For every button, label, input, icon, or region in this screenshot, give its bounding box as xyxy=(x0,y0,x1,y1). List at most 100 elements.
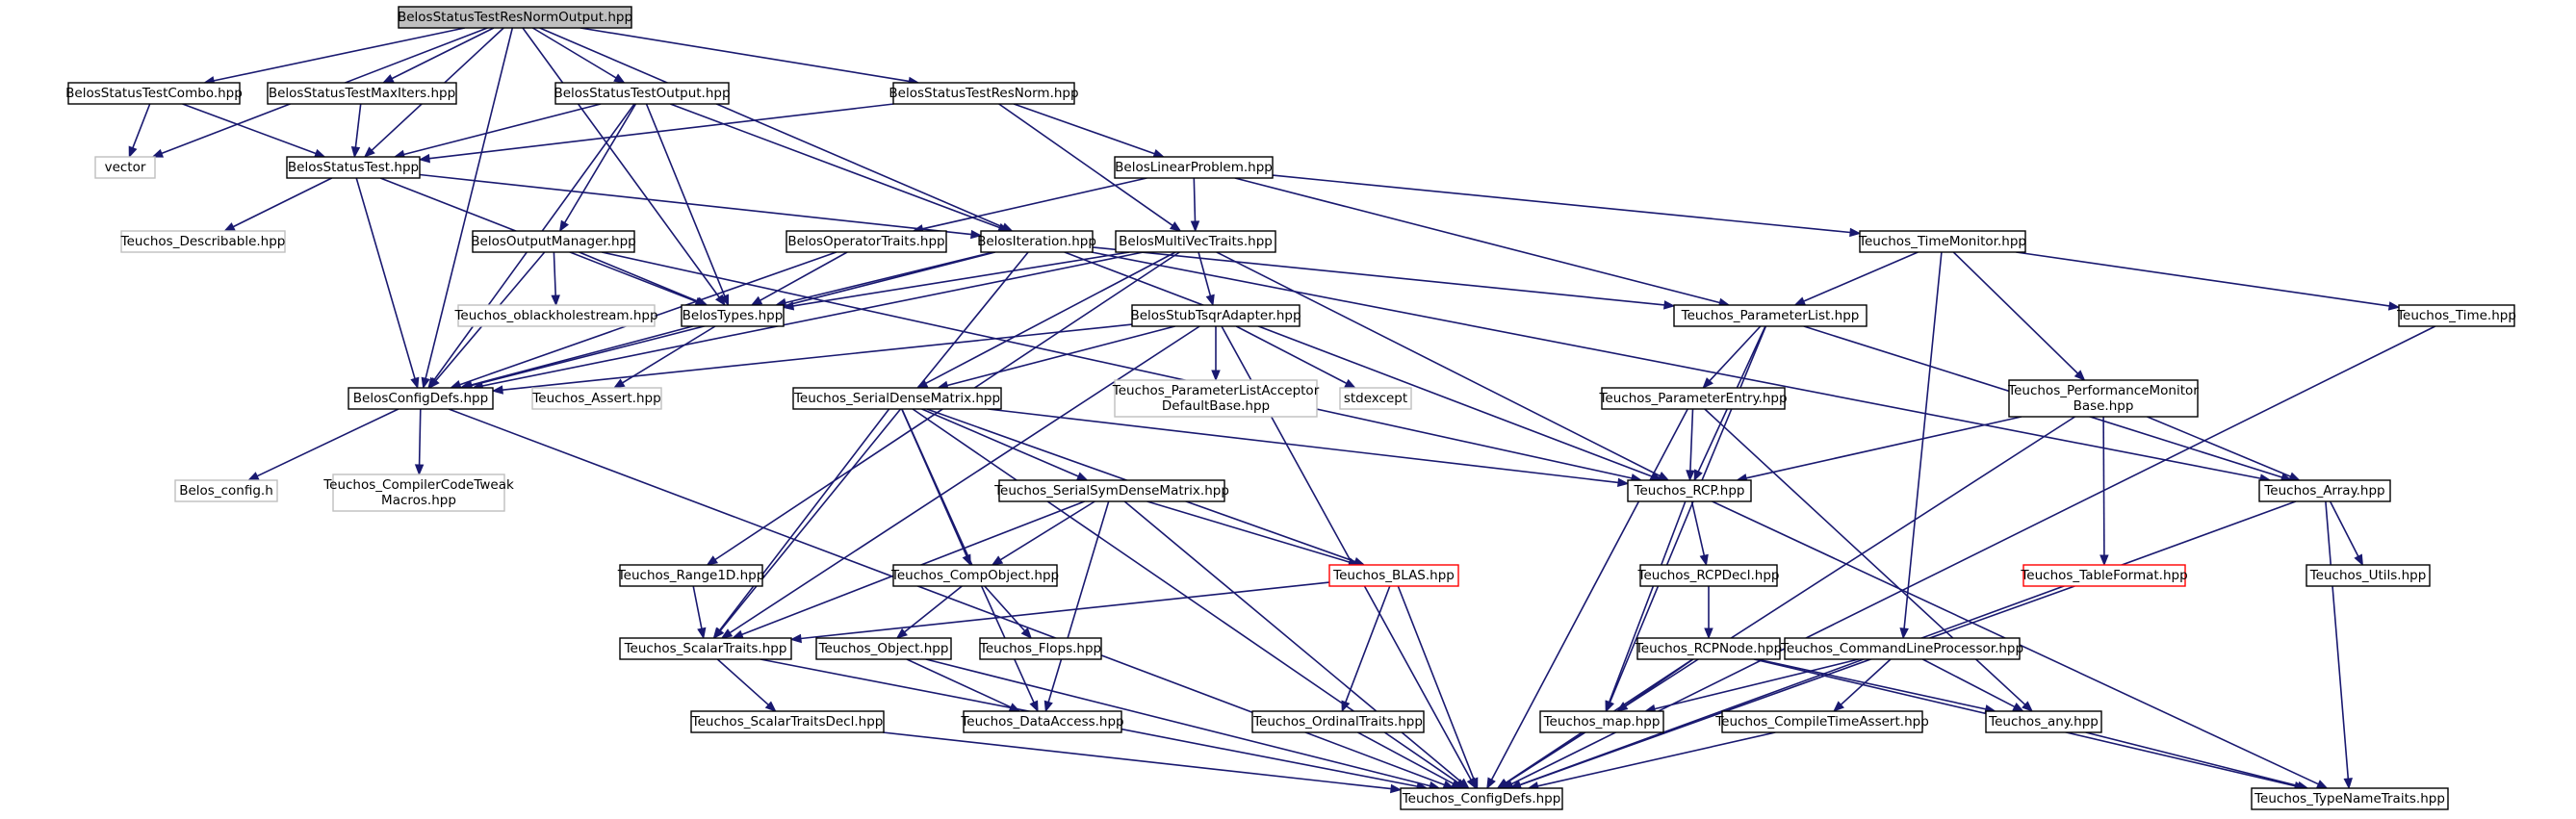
edge-line xyxy=(622,325,716,384)
node-ssdm[interactable]: Teuchos_SerialSymDenseMatrix.hpp xyxy=(993,479,1229,502)
node-box xyxy=(67,82,241,105)
edge-line xyxy=(1537,731,1776,787)
node-sdm[interactable]: Teuchos_SerialDenseMatrix.hpp xyxy=(792,387,1002,410)
node-time[interactable]: Teuchos_Time.hpp xyxy=(2396,304,2516,327)
node-scalartraits[interactable]: Teuchos_ScalarTraits.hpp xyxy=(619,637,792,660)
node-label: Teuchos_SerialSymDenseMatrix.hpp xyxy=(993,483,1229,499)
edge-line xyxy=(1193,177,1197,222)
node-clp[interactable]: Teuchos_CommandLineProcessor.hpp xyxy=(1780,637,2023,660)
node-st[interactable]: BelosStatusTest.hpp xyxy=(286,156,421,179)
edge-stoutput-to-outmgr xyxy=(558,103,637,233)
node-label: Teuchos_map.hpp xyxy=(1543,714,1661,729)
node-label: Teuchos_CompObject.hpp xyxy=(890,568,1059,583)
edge-line xyxy=(481,251,1144,387)
node-compobj[interactable]: Teuchos_CompObject.hpp xyxy=(890,564,1059,587)
node-paramlist[interactable]: Teuchos_ParameterList.hpp xyxy=(1673,304,1868,327)
node-stdecl[interactable]: Teuchos_ScalarTraitsDecl.hpp xyxy=(690,710,885,733)
edge-line xyxy=(553,251,556,296)
node-linprob[interactable]: BelosLinearProblem.hpp xyxy=(1114,156,1274,179)
edge-line xyxy=(1745,416,2022,479)
arrowhead-icon xyxy=(223,222,236,232)
node-stub[interactable]: BelosStubTsqrAdapter.hpp xyxy=(1130,304,1301,327)
node-typename[interactable]: Teuchos_TypeNameTraits.hpp xyxy=(2251,787,2449,810)
node-label: BelosIteration.hpp xyxy=(977,234,1096,249)
node-outmgr[interactable]: BelosOutputManager.hpp xyxy=(471,230,636,253)
edge-outmgr-to-types xyxy=(579,251,708,306)
node-maxiters[interactable]: BelosStatusTestMaxIters.hpp xyxy=(267,82,457,105)
edge-line xyxy=(2085,731,2299,787)
edge-root-to-maxiters xyxy=(381,27,495,84)
node-label: Teuchos_Array.hpp xyxy=(2263,483,2384,499)
edge-combo-to-st xyxy=(182,103,326,158)
node-range1d[interactable]: Teuchos_Range1D.hpp xyxy=(617,564,765,587)
node-box xyxy=(619,637,792,660)
node-label: Teuchos_OrdinalTraits.hpp xyxy=(1252,714,1423,729)
node-blas[interactable]: Teuchos_BLAS.hpp xyxy=(1328,564,1459,587)
edge-rcp-to-rcpdecl xyxy=(1690,500,1709,567)
edge-line xyxy=(522,27,720,298)
node-label: Teuchos_TableFormat.hpp xyxy=(2020,568,2187,583)
node-label: Teuchos_Object.hpp xyxy=(818,641,949,656)
arrowhead-icon xyxy=(418,153,430,164)
edge-timemon-to-paramlist xyxy=(1793,251,1919,306)
node-paramentry[interactable]: Teuchos_ParameterEntry.hpp xyxy=(1598,387,1788,410)
edge-paramentry-to-tconfig xyxy=(1486,408,1688,790)
node-tableformat[interactable]: Teuchos_TableFormat.hpp xyxy=(2020,564,2188,587)
node-ordinal[interactable]: Teuchos_OrdinalTraits.hpp xyxy=(1251,710,1425,733)
node-box xyxy=(1784,637,2021,660)
node-any[interactable]: Teuchos_any.hpp xyxy=(1985,710,2102,733)
node-resnorm[interactable]: BelosStatusTestResNorm.hpp xyxy=(889,82,1079,105)
node-optraits[interactable]: BelosOperatorTraits.hpp xyxy=(786,230,947,253)
node-utils[interactable]: Teuchos_Utils.hpp xyxy=(2306,564,2431,587)
node-label: BelosMultiVecTraits.hpp xyxy=(1119,234,1273,249)
node-stoutput[interactable]: BelosStatusTestOutput.hpp xyxy=(554,82,731,105)
node-rcpdecl[interactable]: Teuchos_RCPDecl.hpp xyxy=(1637,564,1780,587)
node-object[interactable]: Teuchos_Object.hpp xyxy=(815,637,952,660)
edge-line xyxy=(1952,251,2078,374)
node-rcp[interactable]: Teuchos_RCP.hpp xyxy=(1627,479,1752,502)
node-array[interactable]: Teuchos_Array.hpp xyxy=(2258,479,2391,502)
node-tconfig[interactable]: Teuchos_ConfigDefs.hpp xyxy=(1400,787,1563,810)
node-cta[interactable]: Teuchos_CompileTimeAssert.hpp xyxy=(1714,710,1929,733)
arrowhead-icon xyxy=(712,627,724,640)
node-iteration[interactable]: BelosIteration.hpp xyxy=(977,230,1096,253)
edge-line xyxy=(1357,731,1455,785)
edge-line xyxy=(391,27,495,80)
node-rcpnode[interactable]: Teuchos_RCPNode.hpp xyxy=(1635,637,1782,660)
arrowhead-icon xyxy=(1205,294,1215,307)
arrowhead-icon xyxy=(1008,703,1021,712)
edges-layer xyxy=(128,27,2436,794)
edge-line xyxy=(999,500,1095,561)
node-label: BelosLinearProblem.hpp xyxy=(1115,160,1273,175)
edge-maxiters-to-st xyxy=(350,103,362,159)
node-label: Teuchos_ScalarTraits.hpp xyxy=(624,641,787,656)
arrowhead-icon xyxy=(1702,377,1713,389)
edge-line xyxy=(1840,658,1892,705)
node-map[interactable]: Teuchos_map.hpp xyxy=(1539,710,1664,733)
node-box xyxy=(998,479,1225,502)
arrowhead-icon xyxy=(381,74,395,84)
node-timemon[interactable]: Teuchos_TimeMonitor.hpp xyxy=(1858,230,2026,253)
edge-line xyxy=(2102,416,2105,556)
node-label: BelosOutputManager.hpp xyxy=(471,234,635,249)
edge-line xyxy=(355,177,416,379)
arrowhead-icon xyxy=(1469,777,1479,790)
node-box xyxy=(2022,564,2186,587)
edge-line xyxy=(922,177,1147,230)
node-dataaccess[interactable]: Teuchos_DataAccess.hpp xyxy=(960,710,1124,733)
node-box xyxy=(1627,479,1752,502)
arrowhead-icon xyxy=(1849,227,1862,238)
node-flops[interactable]: Teuchos_Flops.hpp xyxy=(979,637,1102,660)
node-mvtraits[interactable]: BelosMultiVecTraits.hpp xyxy=(1115,230,1276,253)
edge-line xyxy=(1921,658,2016,708)
node-label: Teuchos_oblackholestream.hpp xyxy=(453,308,657,323)
node-configdefs[interactable]: BelosConfigDefs.hpp xyxy=(348,387,494,410)
node-label: Teuchos_Time.hpp xyxy=(2396,308,2516,323)
node-box xyxy=(267,82,457,105)
node-root[interactable]: BelosStatusTestResNormOutput.hpp xyxy=(398,6,632,29)
node-box xyxy=(892,564,1058,587)
node-types[interactable]: BelosTypes.hpp xyxy=(681,304,785,327)
node-combo[interactable]: BelosStatusTestCombo.hpp xyxy=(65,82,243,105)
edge-ssdm-to-compobj xyxy=(991,500,1095,566)
